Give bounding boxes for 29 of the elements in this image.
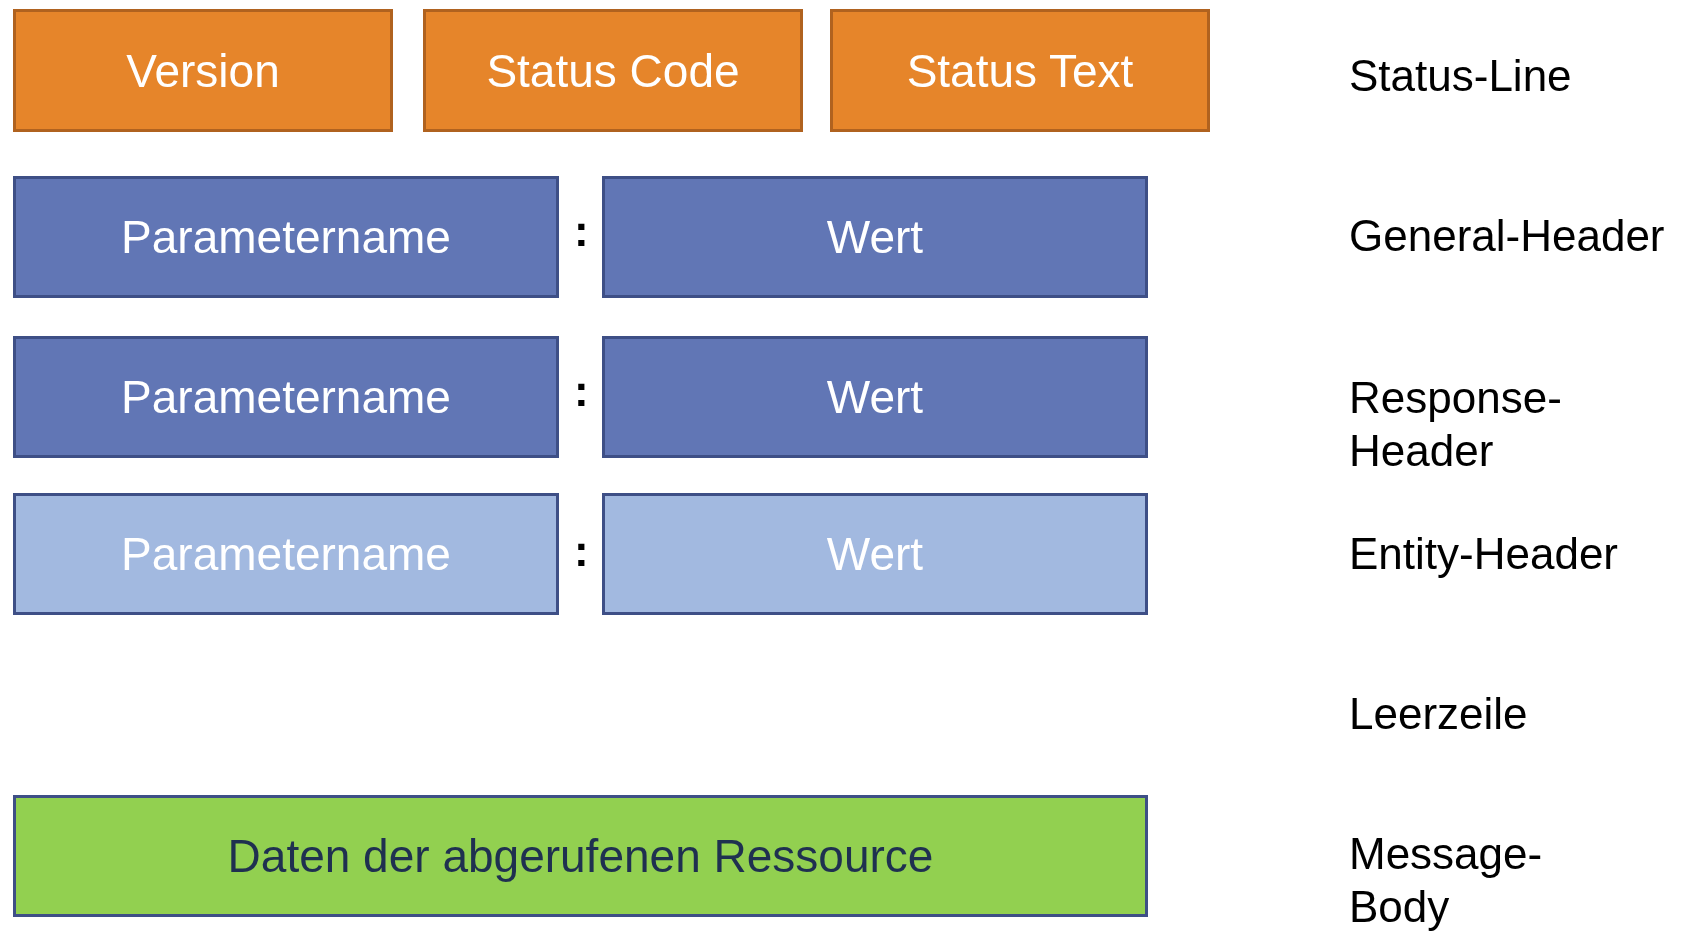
separator-colon: : [574,365,590,417]
section-label: General-Header [1349,210,1666,262]
box-label: Daten der abgerufenen Ressource [227,829,934,883]
separator-colon: : [574,525,590,577]
field-box [423,9,803,132]
section-label: Entity-Header [1349,528,1619,580]
box-label: Status Code [486,43,740,98]
field-box [830,9,1210,132]
box-label: Wert [826,370,924,424]
field-box [13,493,559,615]
field-box [13,176,559,298]
box-label: Wert [826,210,924,264]
separator-colon: : [574,205,590,257]
field-box [13,795,1148,917]
box-label: Wert [826,527,924,581]
field-box [602,176,1148,298]
box-label: Parametername [121,210,451,264]
box-label: Version [126,43,280,98]
field-box [13,336,559,458]
section-label: Status-Line [1349,50,1573,102]
field-box [602,493,1148,615]
box-label: Parametername [121,527,451,581]
field-box [602,336,1148,458]
box-label: Status Text [906,43,1134,98]
box-label: Parametername [121,370,451,424]
section-label: Leerzeile [1349,688,1529,740]
section-label: Message-Body [1349,828,1544,933]
field-box [13,9,393,132]
section-label: Response-Header [1349,372,1563,477]
